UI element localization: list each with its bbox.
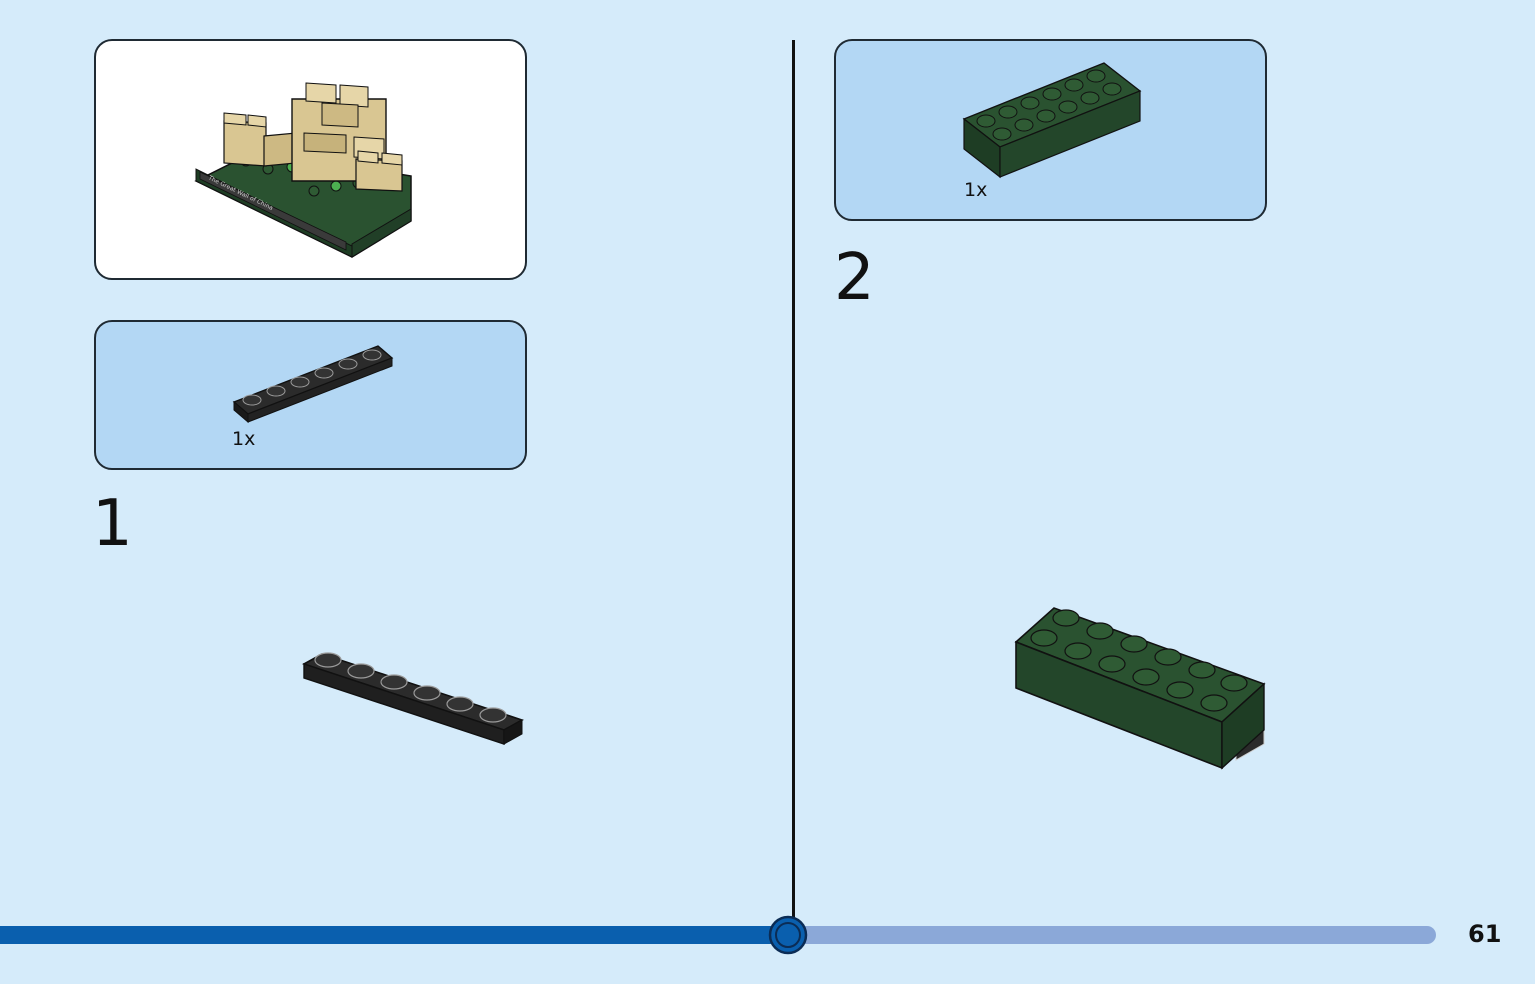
- step-number: 1: [92, 487, 133, 561]
- progress-bar-remaining: [788, 926, 1436, 944]
- progress-marker-icon: [768, 915, 808, 955]
- black-plate-1x6-icon: [232, 345, 394, 424]
- step-number: 2: [834, 241, 875, 315]
- part-quantity: 1x: [964, 179, 988, 201]
- model-preview-panel: The Great Wall of China: [94, 39, 527, 280]
- parts-panel-step-2: 1x: [834, 39, 1267, 221]
- part-quantity: 1x: [232, 428, 256, 450]
- parts-panel-step-1: 1x: [94, 320, 527, 470]
- great-wall-model-illustration: The Great Wall of China: [194, 82, 412, 258]
- black-plate-1x6-build-illustration: [302, 652, 524, 745]
- page-divider: [792, 40, 795, 932]
- dark-green-brick-build-illustration: [1014, 607, 1266, 770]
- page-number: 61: [1468, 920, 1502, 948]
- progress-bar-complete: [0, 926, 790, 944]
- dark-green-brick-2x6-icon: [962, 62, 1142, 179]
